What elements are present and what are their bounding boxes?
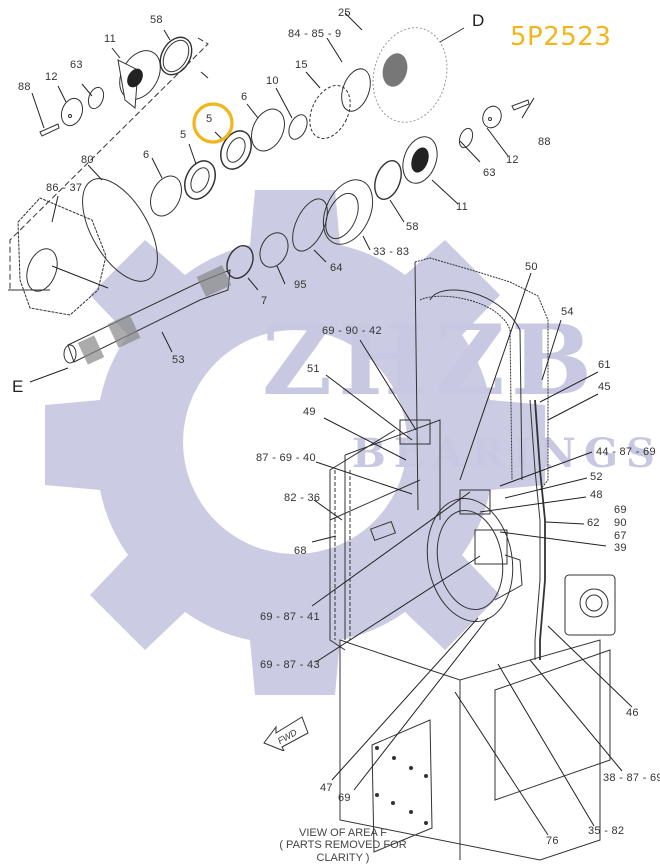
callout-80: 80: [81, 154, 94, 166]
callout-61: 61: [598, 359, 611, 371]
callout-38-87-69: 38 - 87 - 69: [603, 772, 660, 784]
callout-64: 64: [330, 262, 343, 274]
callout-58: 58: [406, 221, 419, 233]
callout-11: 11: [456, 201, 469, 213]
callout-50: 50: [525, 261, 538, 273]
part-number: 5P2523: [510, 22, 612, 52]
callout-88: 88: [538, 136, 551, 148]
callout-15: 15: [295, 59, 308, 71]
callout-51: 51: [307, 363, 320, 375]
callout-45: 45: [598, 381, 611, 393]
callout-35-82: 35 - 82: [588, 825, 625, 837]
view-letter-e: E: [12, 377, 24, 396]
watermark-text: ZHZB: [262, 304, 598, 417]
callout-39: 39: [614, 542, 627, 554]
callout-33-83: 33 - 83: [373, 246, 410, 258]
callout-47: 47: [320, 782, 333, 794]
callout-87-69-40: 87 - 69 - 40: [256, 452, 316, 464]
callout-69: 69: [338, 792, 351, 804]
callout-69-87-41: 69 - 87 - 41: [260, 611, 320, 623]
callout-6: 6: [143, 149, 150, 161]
callout-46: 46: [626, 707, 639, 719]
callout-88: 88: [18, 81, 31, 93]
callout-10: 10: [266, 75, 279, 87]
callout-58: 58: [150, 14, 163, 26]
fwd-arrow-icon: FWD: [263, 716, 309, 751]
callout-44-87-69: 44 - 87 - 69: [596, 446, 656, 458]
callout-12: 12: [506, 154, 519, 166]
callout-95: 95: [294, 279, 307, 291]
callout-84-85-9: 84 - 85 - 9: [288, 28, 342, 40]
callout-11: 11: [104, 33, 117, 45]
callout-68: 68: [294, 545, 307, 557]
callout-69-90-42: 69 - 90 - 42: [322, 325, 382, 337]
callout-90: 90: [614, 517, 627, 529]
callout-48: 48: [590, 489, 603, 501]
callout-12: 12: [45, 71, 58, 83]
caption-line-2: ( PARTS REMOVED FOR CLARITY ): [279, 839, 407, 864]
callout-63: 63: [70, 59, 83, 71]
callout-54: 54: [561, 306, 574, 318]
caption-line-1: VIEW OF AREA F: [298, 827, 388, 839]
callout-25: 25: [338, 7, 351, 19]
callout-5: 5: [180, 129, 187, 141]
callout-62: 62: [587, 517, 600, 529]
callout-49: 49: [303, 406, 316, 418]
callout-53: 53: [172, 354, 185, 366]
callout-69: 69: [614, 504, 627, 516]
callout-5-highlighted: 5: [206, 113, 213, 125]
callout-67: 67: [614, 530, 627, 542]
callout-52: 52: [590, 471, 603, 483]
callout-69-87-43: 69 - 87 - 43: [260, 659, 320, 671]
watermark-subtext: BEARINGS: [352, 430, 660, 477]
callout-7: 7: [261, 295, 268, 307]
callout-6: 6: [241, 91, 248, 103]
callout-86-37: 86 - 37: [46, 182, 83, 194]
callout-76: 76: [546, 835, 559, 847]
callout-63: 63: [483, 167, 496, 179]
callout-82-36: 82 - 36: [284, 492, 321, 504]
view-letter-d: D: [472, 11, 485, 30]
